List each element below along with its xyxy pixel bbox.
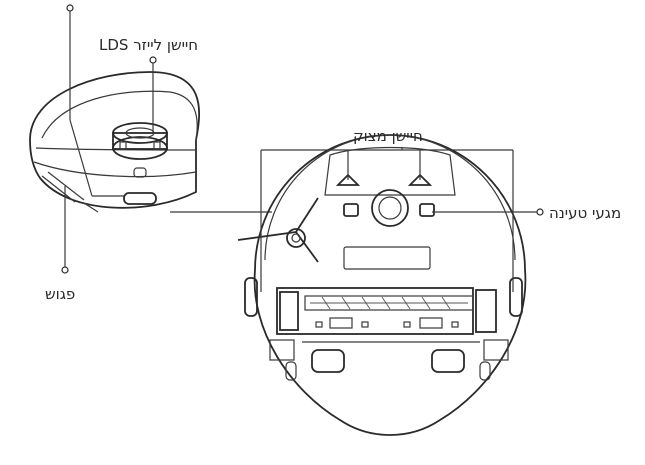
robot-bottom-view bbox=[237, 134, 527, 436]
cliff-sensor-label: חיישן מצוק bbox=[353, 127, 423, 145]
lds-sensor-label: חיישן לייזר LDS bbox=[99, 36, 199, 54]
charging-contacts-label: מגעי טעינה bbox=[549, 204, 622, 222]
robot-side-view bbox=[29, 71, 272, 213]
bumper-label: פגוש bbox=[45, 285, 76, 303]
callout-lines bbox=[61, 4, 544, 292]
